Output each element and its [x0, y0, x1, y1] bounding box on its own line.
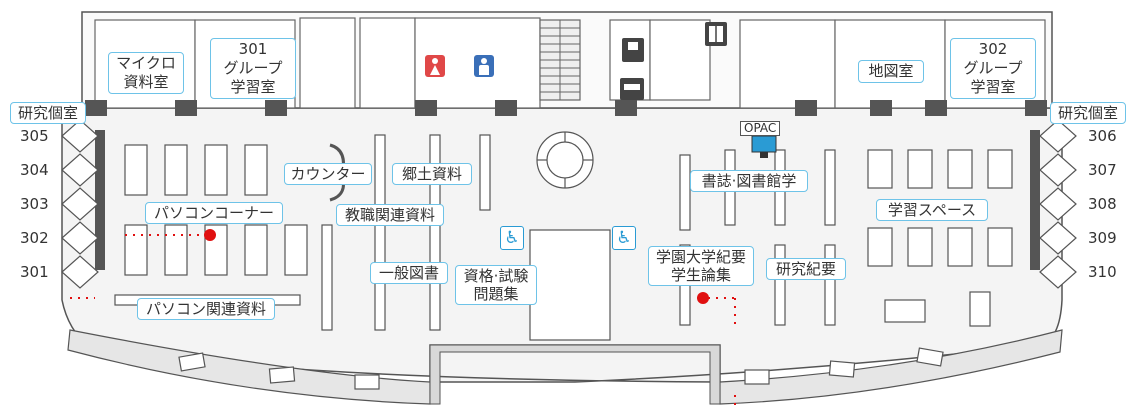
- map-room-label: 地図室: [858, 60, 924, 83]
- carrel-number: 310: [1088, 263, 1117, 281]
- exam-books-label: 資格·試験問題集: [455, 265, 537, 305]
- female-restroom-icon: [425, 55, 445, 77]
- research-bulletin-label: 研究紀要: [766, 258, 846, 280]
- local-materials-label: 郷土資料: [392, 163, 472, 185]
- wheelchair-icon: ♿: [612, 226, 636, 250]
- carrel-number: 307: [1088, 161, 1117, 179]
- opac-terminal-icon: [751, 135, 777, 158]
- wall-piers: [85, 100, 1047, 270]
- left-carrels: [61, 119, 99, 289]
- bulletin-label: 学園大学紀要学生論集: [648, 246, 754, 286]
- carrel-number: 304: [20, 161, 49, 179]
- staircase: [540, 20, 580, 100]
- bibliography-label: 書誌·図書館学: [690, 170, 808, 192]
- carrel-number: 301: [20, 263, 49, 281]
- round-table: [536, 131, 594, 189]
- carrel-number: 306: [1088, 127, 1117, 145]
- carrel-number: 305: [20, 127, 49, 145]
- center-notch: [429, 344, 721, 405]
- counter-label: カウンター: [284, 163, 372, 185]
- carrel-number: 303: [20, 195, 49, 213]
- right-carrels: [1039, 119, 1077, 289]
- copier-icon: [620, 78, 644, 100]
- study-space-label: 学習スペース: [876, 199, 988, 221]
- male-restroom-icon: [474, 55, 494, 77]
- research-room-right-label: 研究個室: [1050, 102, 1126, 124]
- carrel-number: 309: [1088, 229, 1117, 247]
- lounge-chairs: [178, 347, 944, 390]
- carrel-number: 302: [20, 229, 49, 247]
- carrel-number: 308: [1088, 195, 1117, 213]
- pc-books-label: パソコン関連資料: [137, 298, 275, 320]
- micro-room-label: マイクロ資料室: [108, 52, 184, 94]
- elevator-icon: [705, 22, 727, 46]
- wheelchair-icon: ♿: [500, 226, 524, 250]
- atrium: [529, 229, 611, 341]
- general-books-label: 一般図書: [370, 262, 448, 284]
- teaching-materials-label: 教職関連資料: [336, 204, 444, 226]
- pc-corner-label: パソコンコーナー: [145, 202, 283, 224]
- opac-label: OPAC: [740, 121, 781, 136]
- study-tables: [867, 149, 1013, 327]
- red-dot-icon: [204, 229, 709, 304]
- phone-icon: [622, 38, 644, 62]
- dotted-routes: [70, 234, 736, 410]
- research-room-left-label: 研究個室: [10, 102, 86, 124]
